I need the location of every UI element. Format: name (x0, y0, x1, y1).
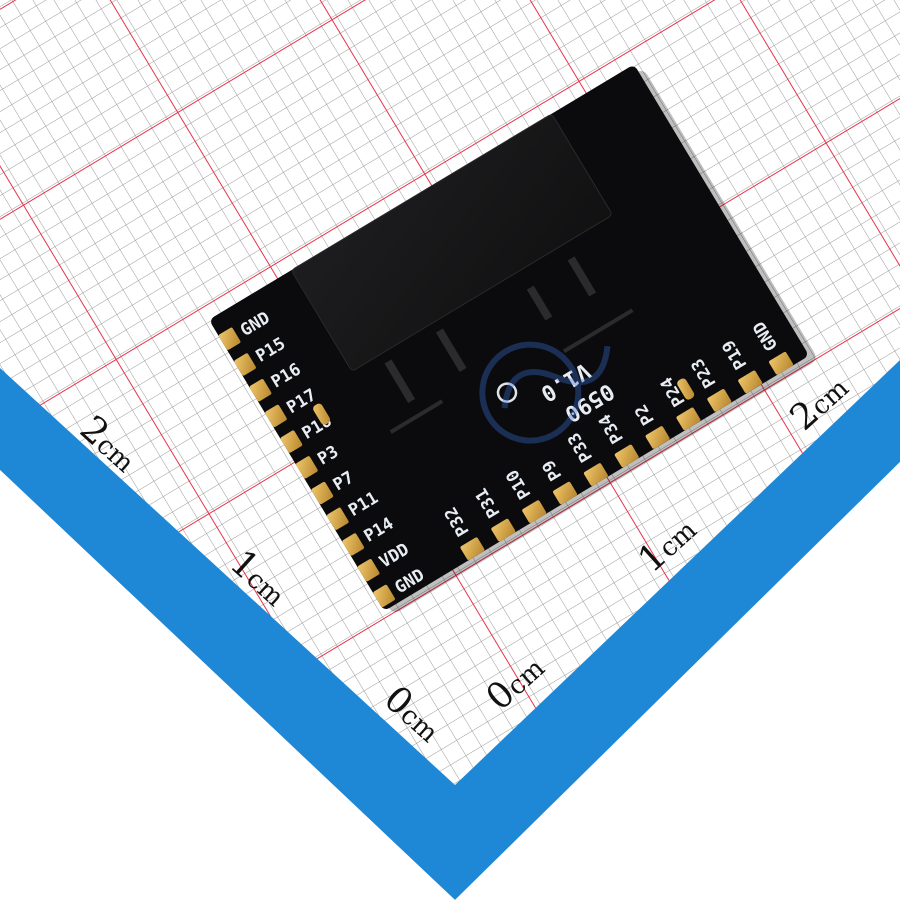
gold-pad-bottom (738, 370, 763, 394)
gold-pad-left (357, 559, 380, 582)
shield-can (292, 114, 612, 371)
pad-row-left (218, 327, 395, 607)
gold-pad-left (218, 327, 241, 350)
gold-pad-bottom (522, 500, 547, 523)
gold-pad-left (327, 507, 349, 530)
gold-pad-left (296, 456, 318, 479)
watermark-logo (479, 341, 611, 444)
gold-pad-left (373, 584, 395, 607)
gold-pad-bottom (707, 389, 732, 412)
gold-pad-bottom (583, 463, 608, 486)
pcb-board (211, 66, 807, 609)
gold-pad-bottom (614, 444, 639, 468)
gold-slot-top (313, 403, 331, 425)
gold-pad-bottom (645, 426, 670, 449)
gold-pad-left (311, 481, 334, 505)
pad-row-bottom (460, 352, 793, 560)
gold-pad-left (249, 379, 272, 402)
gold-pad-left (342, 533, 365, 556)
silkscreen: V1.0 0590 (313, 256, 695, 434)
gold-pad-bottom (553, 481, 577, 505)
gold-pad-bottom (676, 407, 701, 431)
gold-slot-bottom (677, 378, 695, 400)
gold-pad-left (234, 353, 256, 376)
gold-pad-left (280, 430, 303, 453)
fiducial-dot (496, 382, 518, 403)
gold-pad-bottom (460, 537, 485, 560)
gold-pad-bottom (769, 352, 793, 375)
blue-scale-band (0, 360, 900, 900)
gold-pad-left (265, 404, 287, 427)
gold-pad-bottom (491, 518, 516, 542)
